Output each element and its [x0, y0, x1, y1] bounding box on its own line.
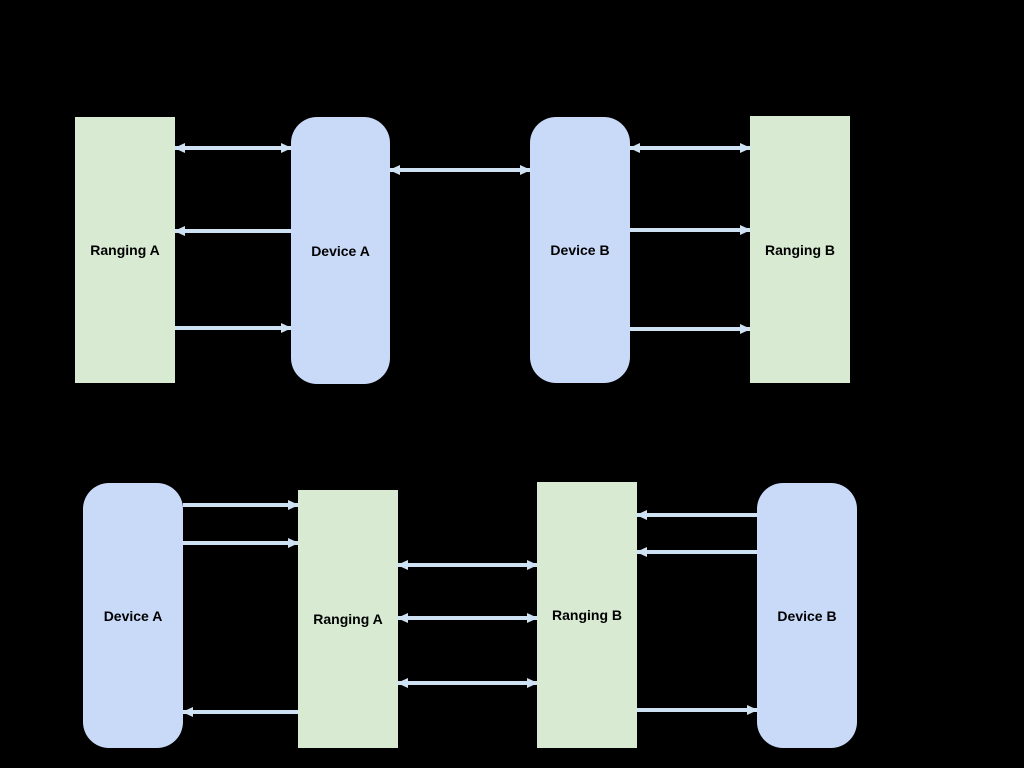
box-device-a-top: Device A: [291, 117, 390, 384]
box-label-ranging-b-top: Ranging B: [765, 241, 835, 258]
arrow-ranging-a-ranging-b-2: [398, 616, 537, 620]
arrow-ranging-a-device-a-b3: [183, 710, 298, 714]
box-ranging-a-bottom: Ranging A: [298, 490, 398, 748]
box-device-a-bottom: Device A: [83, 483, 183, 748]
box-label-device-a-bottom: Device A: [103, 607, 163, 624]
box-label-device-b-top: Device B: [550, 242, 610, 258]
arrow-ranging-a-device-a-1: [175, 146, 291, 150]
box-label-device-b-bottom: Device B: [777, 607, 837, 624]
box-label-ranging-b-bottom: Ranging B: [552, 607, 622, 623]
box-ranging-b-top: Ranging B: [750, 116, 850, 383]
arrow-device-a-ranging-a-2: [175, 229, 291, 233]
arrow-device-b-ranging-b-b1: [637, 513, 757, 517]
box-device-b-bottom: Device B: [757, 483, 857, 748]
box-device-b-top: Device B: [530, 117, 630, 383]
arrow-device-b-ranging-b-1: [630, 146, 750, 150]
box-label-ranging-a-bottom: Ranging A: [313, 611, 383, 627]
arrow-ranging-a-ranging-b-1: [398, 563, 537, 567]
arrow-device-b-ranging-b-3: [630, 327, 750, 331]
arrow-device-b-ranging-b-2: [630, 228, 750, 232]
box-ranging-a-top: Ranging A: [75, 117, 175, 383]
arrow-ranging-a-ranging-b-3: [398, 681, 537, 685]
arrow-device-b-ranging-b-b2: [637, 550, 757, 554]
arrow-device-a-ranging-a-b1: [183, 503, 298, 507]
arrow-device-a-device-b: [390, 168, 530, 172]
box-label-device-a-top: Device A: [311, 242, 370, 259]
box-ranging-b-bottom: Ranging B: [537, 482, 637, 748]
arrow-ranging-b-device-b-b3: [637, 708, 757, 712]
box-label-ranging-a-top: Ranging A: [90, 242, 160, 258]
arrow-device-a-ranging-a-b2: [183, 541, 298, 545]
arrow-ranging-a-device-a-3: [175, 326, 291, 330]
